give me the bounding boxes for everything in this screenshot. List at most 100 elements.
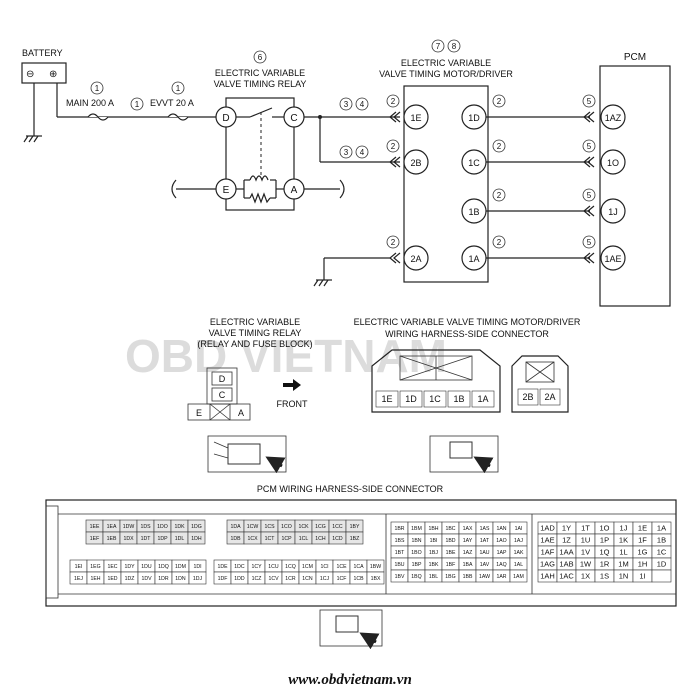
note-2-f: 2 [497,191,502,200]
pin-label: 1DA [230,524,241,530]
pin-label: 1CJ [320,576,330,582]
pin-label: 1CW [247,524,259,530]
pin-label: 1DJ [193,576,203,582]
pin-label: 1BX [371,576,381,582]
fuse-evvt: 1 EVVT 20 A [150,81,194,121]
pin-label: 1A [657,524,666,533]
motor-pin-1d: 1D [468,113,480,123]
note-2-e: 2 [497,142,502,151]
pin-label: 1E [381,394,392,404]
pin-label: 1BN [411,538,421,544]
pin-label: 1AV [480,562,490,568]
fuse-main-label: MAIN 200 A [66,98,114,108]
pin-label: 1CX [247,536,258,542]
pin-label: 1G [637,548,647,557]
pin-label: 1EC [107,564,117,570]
pin-label: 1CL [299,536,309,542]
pin-label: 1B [453,394,464,404]
pin-label: 1EJ [74,576,83,582]
pin-label: 1AD [540,524,555,533]
pin-label: 1AR [496,574,506,580]
pin-label: 1H [638,560,648,569]
pin-cell [517,388,539,406]
pin-label: 1W [580,560,592,569]
pin-label: 1DV [141,576,152,582]
pin-label: 1CT [265,536,276,542]
pin-label: 1AB [559,560,573,569]
pin-label: 1EE [90,524,100,530]
pin-cell [345,531,364,545]
pin-label: 1EG [90,564,100,570]
pin-label: 1DF [218,576,228,582]
pin-label: 1BW [370,564,381,570]
pin-label: 1DR [158,576,169,582]
relay-conn-pin-e: E [196,408,202,418]
pin-label: 1AQ [496,562,506,568]
pin-label: 1CR [285,576,296,582]
pin-label: 1BO [411,550,421,556]
pin-label: 1BS [395,538,405,544]
note-2-g: 2 [497,238,502,247]
motor-pin-1c: 1C [468,158,480,168]
pin-label: 1Z [562,536,571,545]
battery-box [21,62,67,84]
relay-conn-pin-a: A [238,408,244,418]
pin-cell [375,390,399,408]
pcm: PCM 1AZ 1O 1J 1AE 5 5 5 5 [582,52,671,307]
note-5-b: 5 [587,142,592,151]
watermark: OBD VIETNAM [125,330,447,382]
pin-label: 1C [429,394,441,404]
pin-label: 1F [638,536,647,545]
pin-label: 1DS [140,524,151,530]
pin-label: 1DE [217,564,228,570]
pin-cell [539,388,561,406]
pin-label: 1AW [479,574,490,580]
pin-label: 1BY [350,524,360,530]
pin-label: 1BM [411,526,422,532]
fuse-evvt-label: EVVT 20 A [150,98,194,108]
pin-label: 1DG [191,524,202,530]
pin-label: 1DD [234,576,245,582]
note-5-a: 5 [587,97,592,106]
pin-label: 1BT [395,550,405,556]
pin-label: 1BJ [429,550,438,556]
pin-label: 1T [581,524,590,533]
pin-label: 1AK [514,550,524,556]
pin-label: 1N [619,572,629,581]
pin-label: 1BG [445,574,455,580]
note-5-c: 5 [587,191,592,200]
motor-title-2: VALVE TIMING MOTOR/DRIVER [379,69,513,79]
evvt-relay: 6 ELECTRIC VARIABLE VALVE TIMING RELAY D… [214,50,306,211]
note-1-c: 1 [176,84,181,93]
pin-label: 1DO [157,524,168,530]
pin-label: 1CC [332,524,343,530]
pin-label: 1CN [302,576,313,582]
note-8: 8 [452,42,457,51]
pin-label: 1O [599,524,609,533]
motor-pin-1e: 1E [410,113,421,123]
motor-title-1: ELECTRIC VARIABLE [401,58,491,68]
pin-label: 1D [657,560,667,569]
relay-connector-view: ELECTRIC VARIABLE VALVE TIMING RELAY (RE… [187,317,313,474]
relay-pin-c: C [290,113,297,124]
pin-label: 1DI [193,564,201,570]
pin-label: 1DT [141,536,152,542]
pin-label: 1CI [320,564,328,570]
pin-label: 1P [600,536,609,545]
note-4-b: 4 [360,148,365,157]
pin-cell [187,531,206,545]
pin-label: 1L [619,548,627,557]
pin-label: 1AZ [463,550,473,556]
pin-label: 1EA [107,524,117,530]
pin-label: 2A [544,392,555,402]
note-6: 6 [258,53,263,62]
relay-conn-pin-c: C [219,390,226,400]
pin-label: 1AN [496,526,506,532]
motor-pin-1a: 1A [468,254,479,264]
pin-cell [471,390,495,408]
motor-left-pins: 1E 2 2B 2 2A 2 [313,94,429,287]
pin-cell [188,571,207,585]
